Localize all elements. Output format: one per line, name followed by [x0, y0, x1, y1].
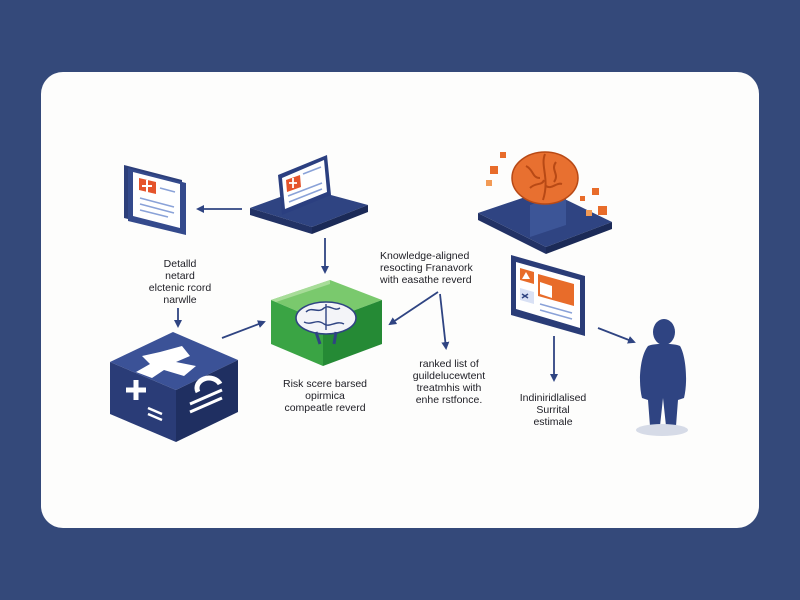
- flow-arrows: [174, 205, 636, 382]
- brain-icon: [271, 280, 382, 366]
- arrow-monitor-to-patient: [597, 327, 636, 344]
- chart-monitor-icon: [511, 255, 585, 336]
- laptop-record-icon: [250, 155, 368, 234]
- arrow-framework-to-model: [388, 291, 439, 326]
- risk-score-label: Risk scere barsed opirmica compeatle rev…: [282, 378, 368, 414]
- survival-label: Indiniridlalised Surrital estimale: [519, 392, 587, 428]
- diagram-card: [41, 72, 759, 528]
- ranked-list-label: ranked list of guildelucewtent treatmhis…: [412, 358, 486, 406]
- framework-label: Knowledge-aligned resocting Franavork wi…: [380, 250, 473, 286]
- arrow-box-to-model: [221, 320, 266, 339]
- medical-document-icon: [124, 165, 186, 235]
- arrow-framework-to-list: [439, 293, 450, 350]
- ai-brain-icon: [478, 151, 612, 254]
- medical-cross-box-icon: [110, 332, 238, 442]
- person-icon: [636, 319, 688, 436]
- ehr-narrative-label: Detalld netard elctenic rcord narwlle: [148, 258, 212, 306]
